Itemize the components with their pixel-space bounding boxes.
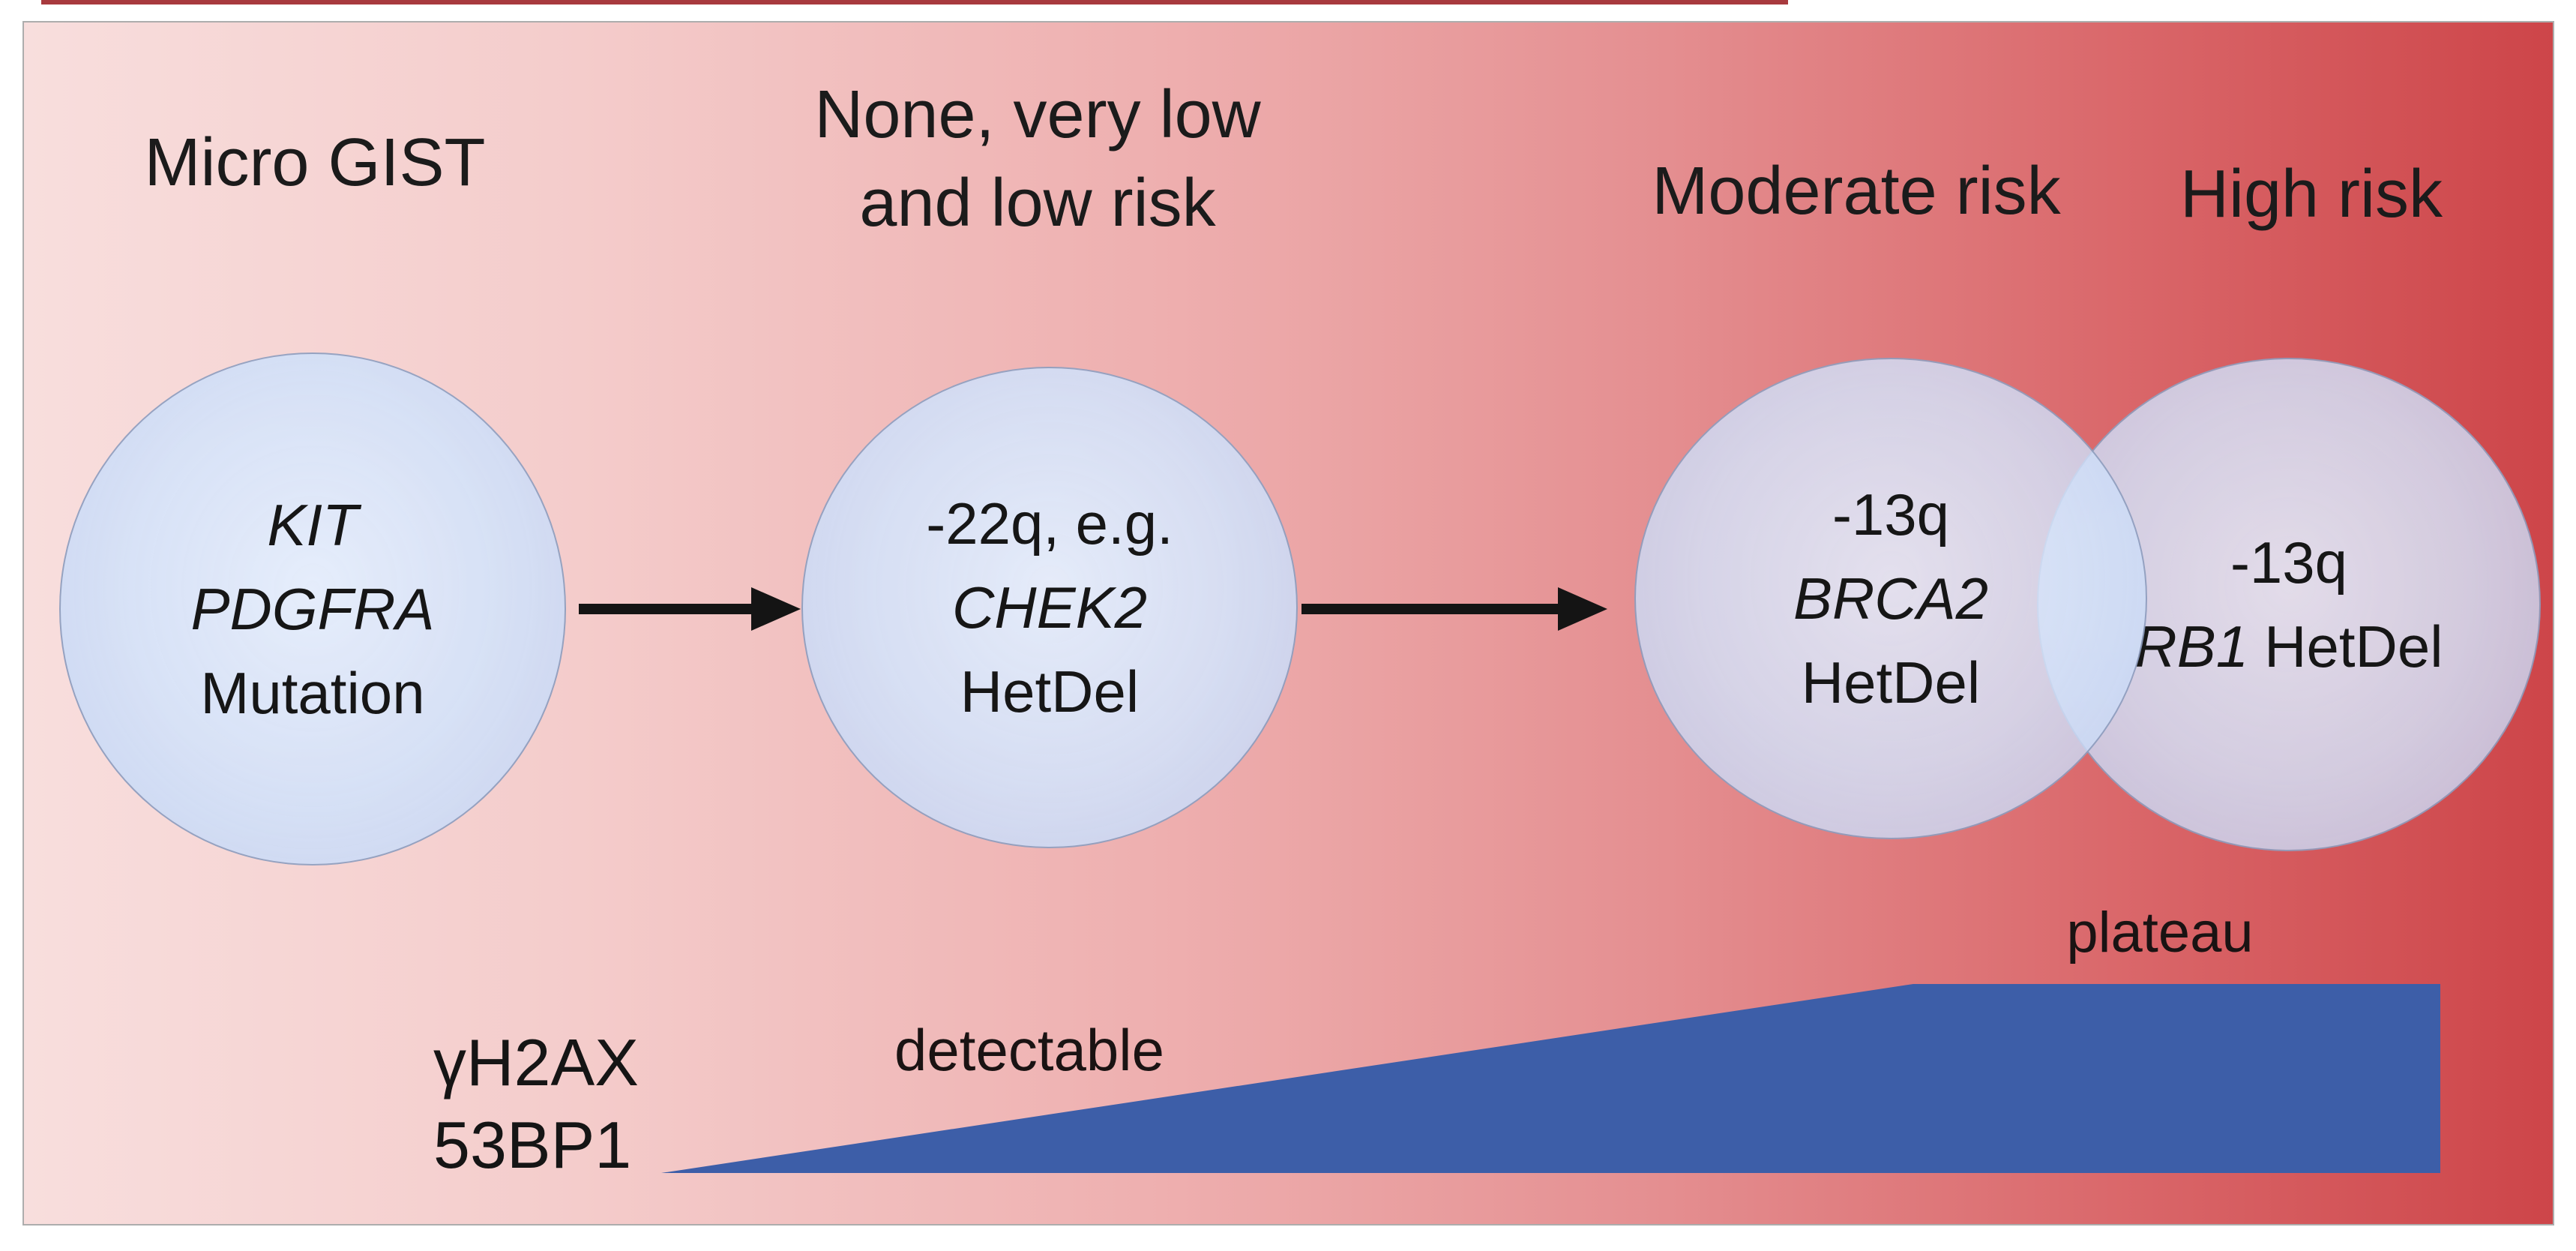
circle-low-risk-22q-label: -22q, e.g. [926,490,1173,556]
53bp1-label: 53BP1 [433,1108,632,1182]
top-crop-artifact-line [41,0,1788,4]
circle-moderate-risk: -13q BRCA2 HetDel [1634,358,2147,839]
arrow-2-shaft [1301,604,1558,614]
dna-damage-ramp-svg [661,984,2440,1173]
circle-moderate-risk-13q-label: -13q [1832,482,1950,548]
header-none-very-low-line1: None, very low [814,77,1261,152]
circle-low-risk: -22q, e.g. CHEK2 HetDel [801,367,1298,848]
circle-high-risk-gene-rb1: RB1 [2134,614,2249,680]
circle-low-risk-gene-chek2: CHEK2 [951,574,1148,640]
header-micro-gist: Micro GIST [144,125,486,200]
circle-micro-gist-mutation-label: Mutation [200,660,425,726]
header-none-very-low-low-risk: None, very low and low risk [775,70,1300,248]
gamma-h2ax-label: γH2AX [433,1025,639,1100]
arrow-right-icon-2 [1301,587,1607,631]
arrow-1-shaft [579,604,751,614]
circle-high-risk-hetdel-label: HetDel [2264,614,2443,680]
dna-damage-ramp-shape [661,984,2440,1173]
circle-high-risk-13q-label: -13q [2230,530,2348,596]
dna-damage-markers-label: γH2AX 53BP1 [433,1022,639,1186]
arrow-1-head [751,587,801,631]
circle-moderate-risk-gene-brca2: BRCA2 [1793,566,1989,632]
arrow-2-head [1558,587,1607,631]
header-moderate-risk: Moderate risk [1652,154,2061,229]
circle-low-risk-hetdel-label: HetDel [960,658,1140,724]
detectable-annotation: detectable [894,1017,1164,1083]
header-none-very-low-line2: and low risk [859,166,1216,241]
circle-micro-gist: KIT PDGFRA Mutation [59,352,566,866]
arrow-right-icon-1 [579,587,801,631]
circle-micro-gist-gene-pdgfra: PDGFRA [190,576,435,642]
plateau-annotation: plateau [2066,901,2254,964]
circle-micro-gist-gene-kit: KIT [267,492,358,558]
header-high-risk: High risk [2179,157,2443,232]
circle-moderate-risk-hetdel-label: HetDel [1801,650,1981,716]
